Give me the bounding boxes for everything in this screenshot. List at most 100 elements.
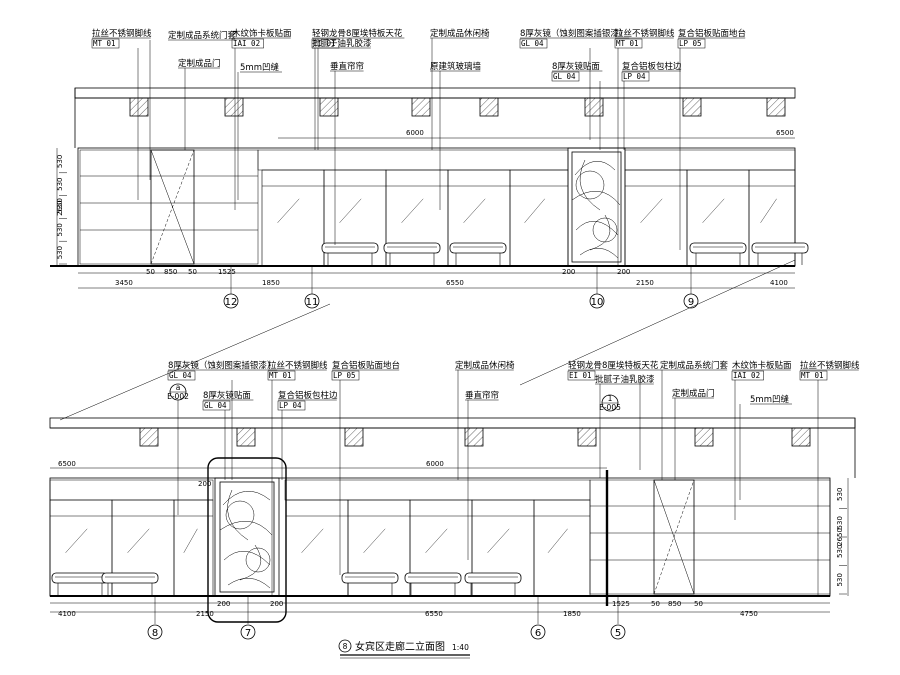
glass-reflection <box>127 528 150 553</box>
ceiling-beam <box>319 97 339 117</box>
ceiling-beam <box>694 427 714 447</box>
glass-panel <box>285 499 349 597</box>
title-scale: 1:40 <box>452 643 469 652</box>
svg-text:11: 11 <box>306 297 319 308</box>
ceiling-beams <box>129 97 786 117</box>
vertical-dim: 530 <box>836 545 844 558</box>
lounge-chair <box>404 572 462 595</box>
glass-reflection <box>65 528 88 553</box>
svg-text:12: 12 <box>225 297 238 308</box>
section-callout-marker: 1 E-005 <box>599 394 621 412</box>
segment-dim: 200 <box>562 268 575 276</box>
overall-dim: 1850 <box>563 610 581 618</box>
vertical-dim: 530 <box>836 516 844 529</box>
callout-text: 8厚灰镜（蚀刻图案插银漆） <box>520 28 627 39</box>
door <box>653 479 695 595</box>
material-callout: 定制成品休闲椅 <box>430 28 490 150</box>
segment-dim: 200 <box>270 600 283 608</box>
ceiling-beam <box>411 97 431 117</box>
axis-marker: 9 <box>683 266 699 309</box>
glass-reflection <box>702 198 725 223</box>
callout-text: 轻钢龙骨8厘埃特板天花 <box>312 28 403 39</box>
callout-text: 木纹饰卡板贴面 <box>232 28 292 39</box>
glass-reflection <box>640 198 663 223</box>
glass-reflection <box>760 198 777 223</box>
callout-text: 定制成品门 <box>178 58 221 69</box>
axis-marker: 10 <box>589 266 605 309</box>
axis-marker: 5 <box>610 596 626 640</box>
material-code: LP 04 <box>279 401 302 410</box>
callout-text: 复合铝板贴面地台 <box>678 28 746 39</box>
segment-dim: 1525 <box>612 600 630 608</box>
svg-text:E-002: E-002 <box>167 392 189 401</box>
callout-text: 木纹饰卡板贴面 <box>732 360 792 371</box>
glass-reflection <box>487 528 510 553</box>
svg-text:9: 9 <box>688 297 694 308</box>
glass-reflection <box>425 528 448 553</box>
lounge-chair <box>689 242 747 265</box>
overall-dim: 2150 <box>636 279 654 287</box>
overall-dim: 4100 <box>770 279 788 287</box>
segment-dim: 50 <box>651 600 660 608</box>
glass-reflection <box>301 528 324 553</box>
lounge-chairs <box>321 242 809 265</box>
wood-veneer-panel <box>79 149 259 265</box>
overall-dim: 2150 <box>196 610 214 618</box>
material-code: GL 04 <box>521 39 544 48</box>
etched-mirror-panel <box>567 147 626 267</box>
segment-dim: 200 <box>217 600 230 608</box>
lounge-chair <box>101 572 159 595</box>
section-callout-marker: a E-002 <box>167 383 189 515</box>
callout-text: 定制成品休闲椅 <box>455 360 515 371</box>
material-callout: 原建筑玻璃墙 <box>430 61 482 210</box>
glass-reflection <box>401 198 424 223</box>
segment-dim: 200 <box>198 480 211 488</box>
callout-text: 复合铝板贴面地台 <box>332 360 400 371</box>
axis-marker: 7 <box>240 596 256 640</box>
segment-dim: 50 <box>146 268 155 276</box>
callout-text: 5mm凹缝 <box>750 394 789 405</box>
lounge-chair <box>51 572 109 595</box>
glass-panel <box>624 169 688 267</box>
vertical-dim: 530 <box>56 200 64 213</box>
ceiling-beam <box>236 427 256 447</box>
ceiling-slab <box>49 417 856 429</box>
vertical-dim: 2650 <box>56 198 64 216</box>
callout-text: 拉丝不锈钢脚线 <box>615 28 675 39</box>
glass-wall <box>49 499 591 597</box>
svg-text:7: 7 <box>245 628 251 639</box>
ceiling-beam <box>224 97 244 117</box>
curtain-band <box>257 149 569 171</box>
segment-dim: 50 <box>188 268 197 276</box>
overall-dim: 1850 <box>262 279 280 287</box>
overall-dim: 6550 <box>425 610 443 618</box>
vertical-dim: 530 <box>56 178 64 191</box>
material-callout: 批腻子油乳胶漆 <box>595 374 655 478</box>
lounge-chair <box>751 242 809 265</box>
material-callout: 8厚灰镜（蚀刻图案插银漆）GL 04 <box>519 28 630 140</box>
glass-panel <box>509 169 569 267</box>
top-dim: 6500 <box>776 129 794 137</box>
title-index: 8 <box>343 642 348 651</box>
material-code: LP 04 <box>623 72 646 81</box>
callout-text: 批腻子油乳胶漆 <box>595 374 655 385</box>
material-code: GL 04 <box>204 401 227 410</box>
segment-dim: 850 <box>164 268 177 276</box>
lounge-chair <box>464 572 522 595</box>
glass-reflection <box>363 528 386 553</box>
material-code: MT 01 <box>269 371 292 380</box>
material-callout: 定制成品门 <box>178 58 221 150</box>
ceiling-beam <box>577 427 597 447</box>
callout-text: 定制成品门 <box>672 388 715 399</box>
glass-panel <box>748 169 796 267</box>
material-code: MT 01 <box>616 39 639 48</box>
callout-text: 拉丝不锈钢脚线 <box>268 360 328 371</box>
